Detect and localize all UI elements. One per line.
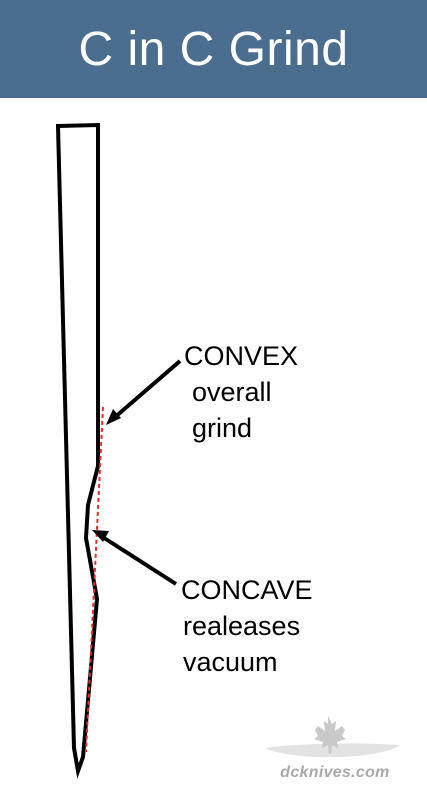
convex-arrow-shaft bbox=[112, 359, 182, 420]
concave-label-line-3: vacuum bbox=[183, 647, 278, 677]
convex-label-line-3: grind bbox=[192, 413, 253, 443]
convex-label: CONVEX overall grind bbox=[184, 338, 298, 446]
convex-label-line-2: overall bbox=[192, 377, 272, 407]
blade-outline bbox=[55, 122, 100, 779]
maple-leaf-icon bbox=[265, 716, 400, 758]
watermark: dcknives.com bbox=[260, 712, 410, 792]
concave-arrow-shaft bbox=[99, 534, 178, 586]
page-title: C in C Grind bbox=[78, 22, 349, 76]
convex-arrow-head bbox=[106, 409, 121, 425]
concave-label: CONCAVE realeases vacuum bbox=[181, 572, 313, 680]
watermark-text: dcknives.com bbox=[280, 764, 390, 781]
concave-label-line-2: realeases bbox=[183, 611, 301, 641]
convex-label-line-1: CONVEX bbox=[184, 341, 299, 371]
convex-reference-line bbox=[85, 406, 104, 753]
concave-arrow-head bbox=[92, 530, 109, 542]
header-banner: C in C Grind bbox=[0, 0, 427, 98]
concave-label-line-1: CONCAVE bbox=[181, 575, 313, 605]
